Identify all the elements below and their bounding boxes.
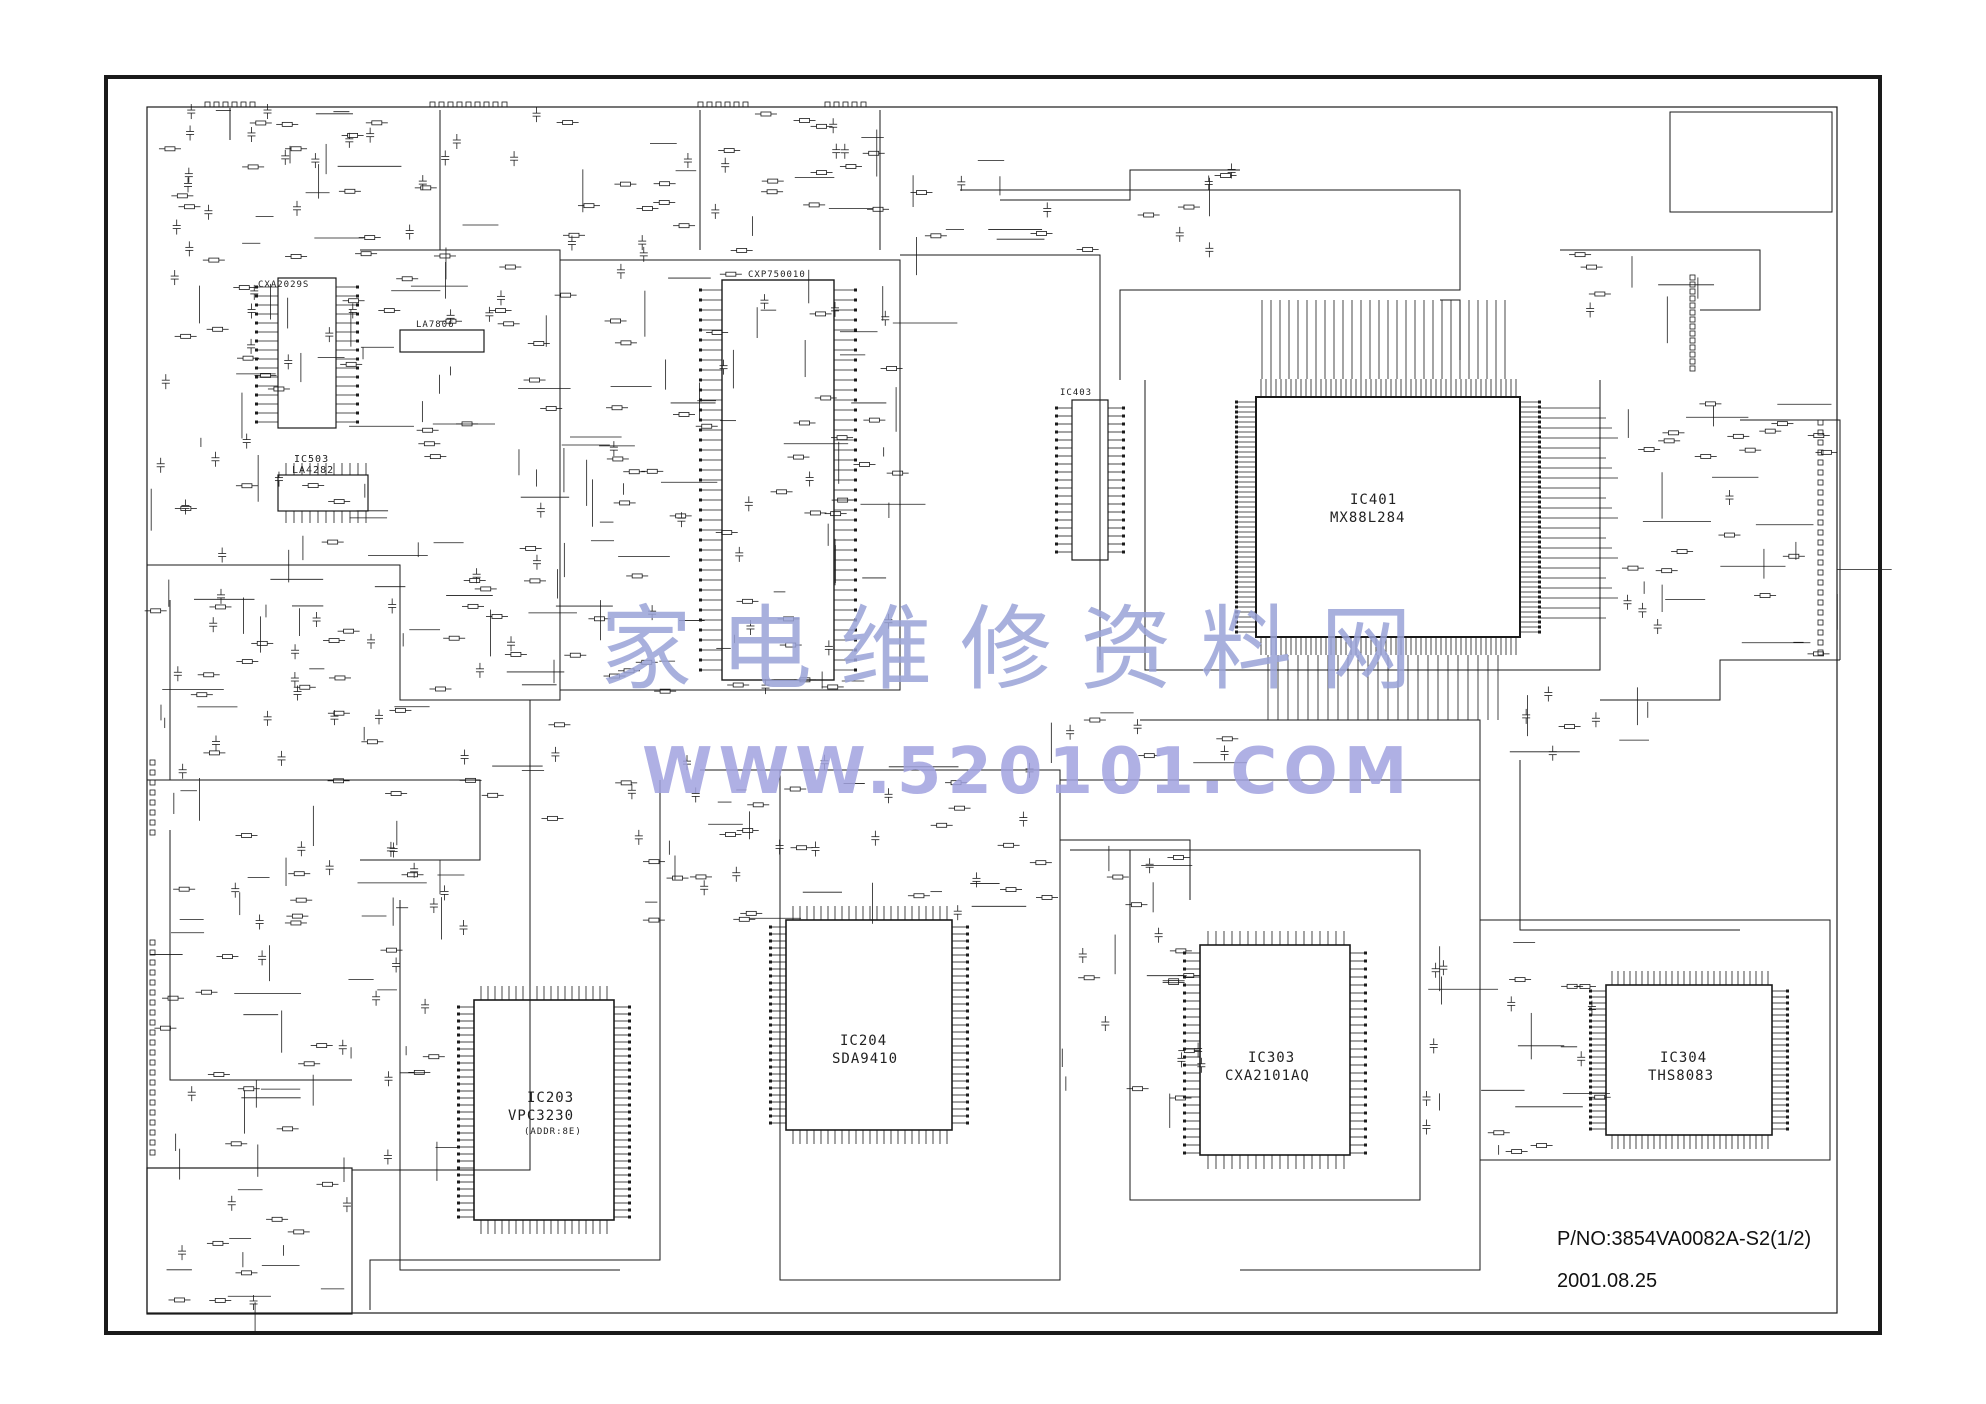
- ic304-body: [1605, 984, 1773, 1136]
- ic203-address-note: (ADDR:8E): [524, 1127, 582, 1137]
- cxa-body: [277, 277, 337, 429]
- la7-part: LA7806: [416, 320, 455, 330]
- ic204-ref: IC204: [840, 1033, 888, 1049]
- cxp-part: CXP750010: [748, 270, 806, 280]
- ic403-body: [1071, 399, 1109, 561]
- revision-date: 2001.08.25: [1557, 1270, 1658, 1292]
- ic303-part: CXA2101AQ: [1225, 1068, 1310, 1084]
- ic303-body: [1199, 944, 1351, 1156]
- power-sub-box: [1669, 111, 1833, 213]
- ic304-ref: IC304: [1660, 1050, 1708, 1066]
- ic204-part: SDA9410: [832, 1051, 899, 1067]
- ic401-part: MX88L284: [1330, 510, 1406, 526]
- connector-sub-box: [146, 1167, 353, 1315]
- watermark-chinese: 家电维修资料网: [600, 596, 1441, 703]
- ic403-ref: IC403: [1060, 388, 1093, 398]
- ic503-part: LA4282: [292, 465, 335, 476]
- ic401-ref: IC401: [1350, 492, 1398, 508]
- la7-body: [399, 329, 485, 353]
- ic203-part: VPC3230: [508, 1108, 575, 1124]
- ic304-part: THS8083: [1648, 1068, 1715, 1084]
- ic203-ref: IC203: [527, 1090, 575, 1106]
- ic503-ref: IC503: [294, 454, 330, 465]
- sheet-border: [104, 75, 1882, 1335]
- ic503-body: [277, 474, 369, 512]
- inner-frame: [146, 106, 1838, 1314]
- cxa-part: CXA2029S: [258, 280, 310, 290]
- watermark-url: WWW.520101.COM: [642, 735, 1414, 809]
- ic204-body: [785, 919, 953, 1131]
- part-number: P/NO:3854VA0082A-S2(1/2): [1557, 1228, 1812, 1250]
- ic303-ref: IC303: [1248, 1050, 1296, 1066]
